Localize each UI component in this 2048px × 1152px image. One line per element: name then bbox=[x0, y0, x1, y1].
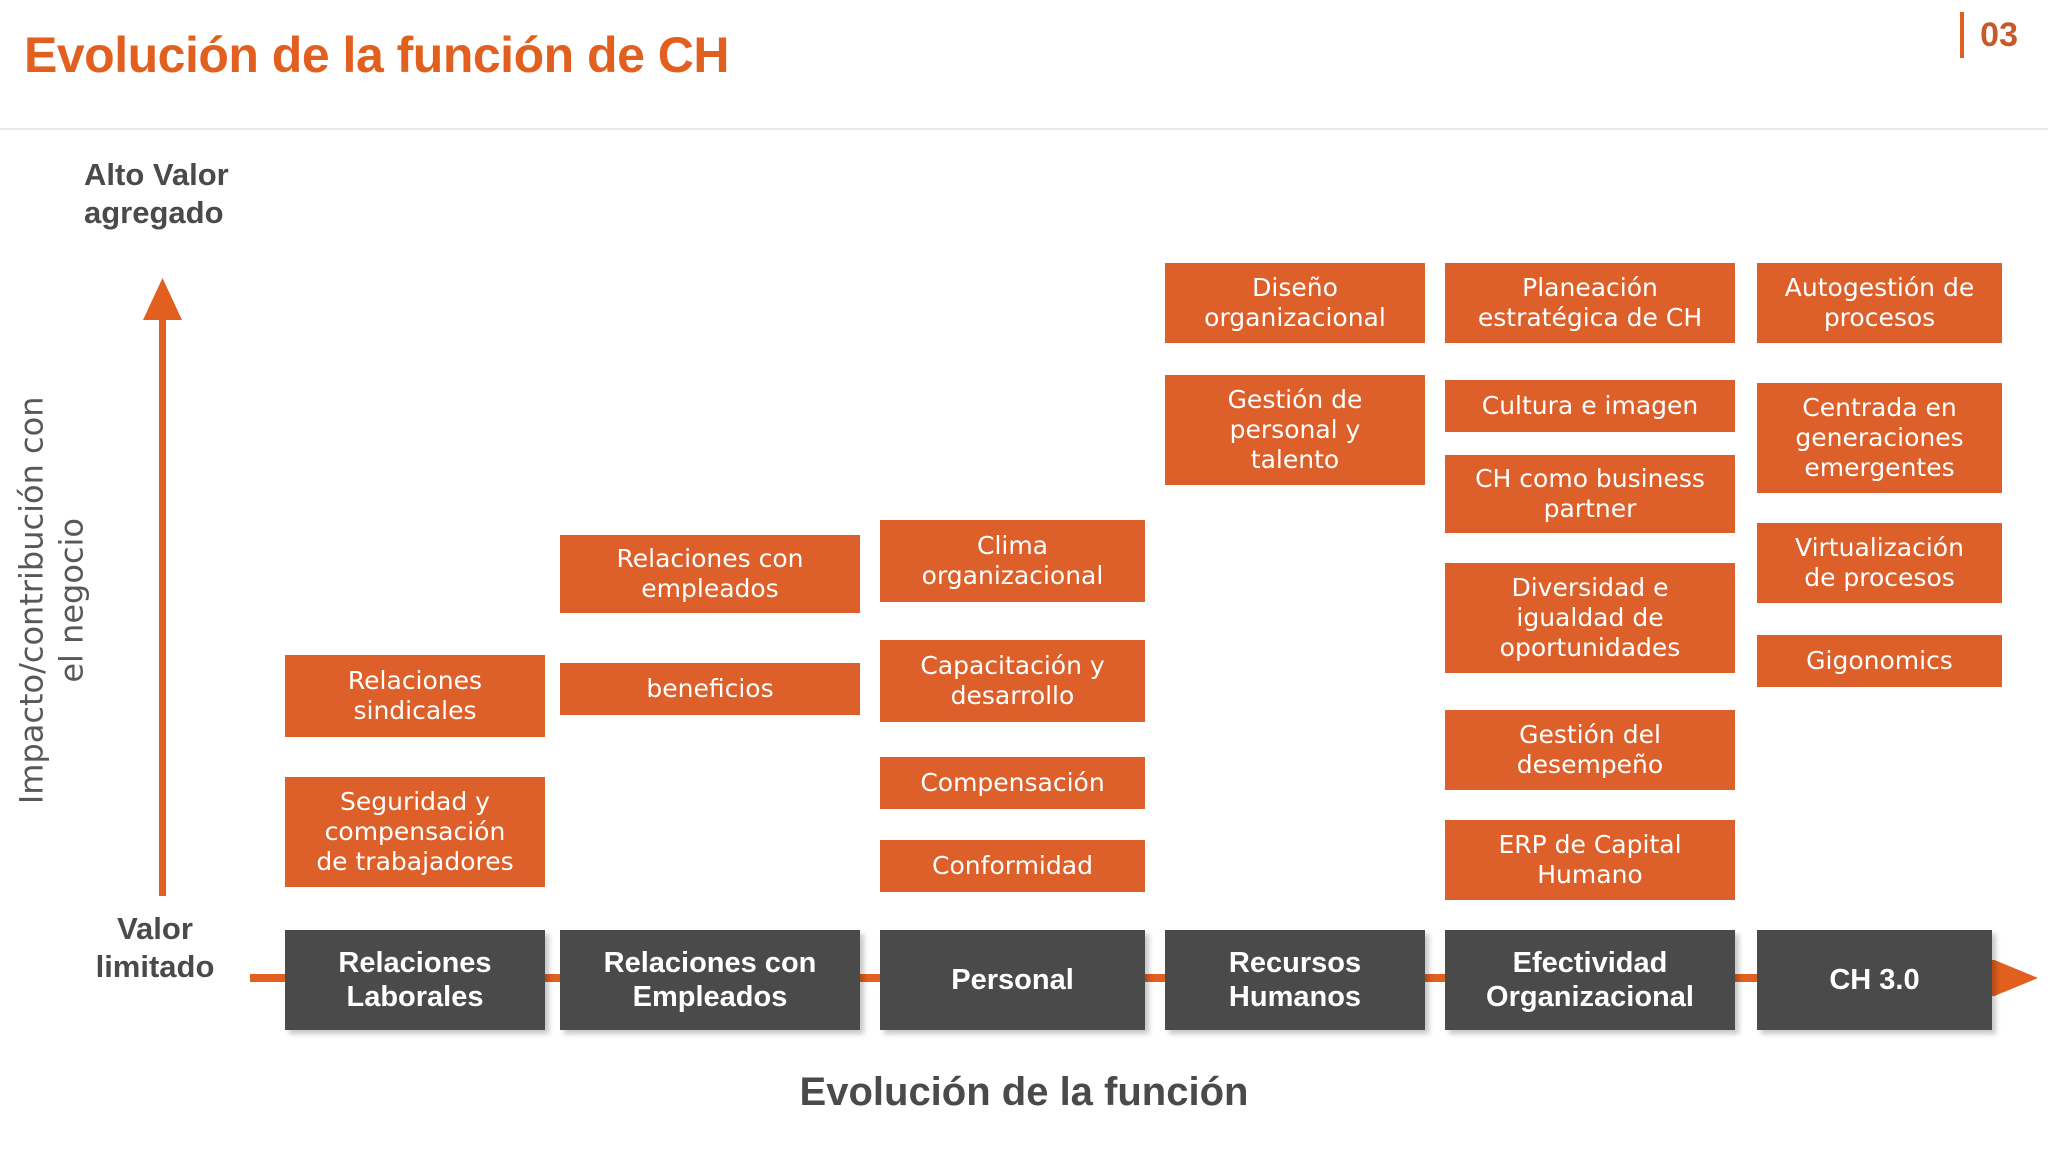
axis-top-label: Alto Valor agregado bbox=[84, 157, 229, 230]
capability-box: Gestión del desempeño bbox=[1445, 710, 1735, 790]
stage-box: Recursos Humanos bbox=[1165, 930, 1425, 1030]
capability-box: Gigonomics bbox=[1757, 635, 2002, 687]
capability-box: Diversidad e igualdad de oportunidades bbox=[1445, 563, 1735, 673]
capability-box: Planeación estratégica de CH bbox=[1445, 263, 1735, 343]
stage-box: Efectividad Organizacional bbox=[1445, 930, 1735, 1030]
capability-box: Cultura e imagen bbox=[1445, 380, 1735, 432]
capability-box: Autogestión de procesos bbox=[1757, 263, 2002, 343]
capability-box: Seguridad y compensación de trabajadores bbox=[285, 777, 545, 887]
capability-box: Relaciones con empleados bbox=[560, 535, 860, 613]
page-number-group: 03 bbox=[1960, 8, 2018, 62]
axis-bottom-label: Valor limitado bbox=[95, 911, 215, 984]
capability-box: beneficios bbox=[560, 663, 860, 715]
stage-box: Relaciones con Empleados bbox=[560, 930, 860, 1030]
page-number: 03 bbox=[1980, 16, 2018, 54]
y-axis-label: Impacto/contribución con el negocio bbox=[12, 396, 91, 805]
capability-box: Clima organizacional bbox=[880, 520, 1145, 602]
capability-box: Gestión de personal y talento bbox=[1165, 375, 1425, 485]
page-number-bar bbox=[1960, 12, 1965, 58]
x-axis-label: Evolución de la función bbox=[799, 1070, 1249, 1114]
header-divider bbox=[0, 128, 2048, 130]
stage-box: Relaciones Laborales bbox=[285, 930, 545, 1030]
capability-box: ERP de Capital Humano bbox=[1445, 820, 1735, 900]
capability-box: Centrada en generaciones emergentes bbox=[1757, 383, 2002, 493]
stage-box: Personal bbox=[880, 930, 1145, 1030]
capability-box: Virtualización de procesos bbox=[1757, 523, 2002, 603]
capability-box: CH como business partner bbox=[1445, 455, 1735, 533]
capability-box: Relaciones sindicales bbox=[285, 655, 545, 737]
capability-box: Conformidad bbox=[880, 840, 1145, 892]
capability-box: Diseño organizacional bbox=[1165, 263, 1425, 343]
capability-box: Compensación bbox=[880, 757, 1145, 809]
stage-box: CH 3.0 bbox=[1757, 930, 1992, 1030]
page-title: Evolución de la función de CH bbox=[24, 27, 730, 83]
capability-box: Capacitación y desarrollo bbox=[880, 640, 1145, 722]
up-arrow-icon bbox=[143, 278, 182, 896]
